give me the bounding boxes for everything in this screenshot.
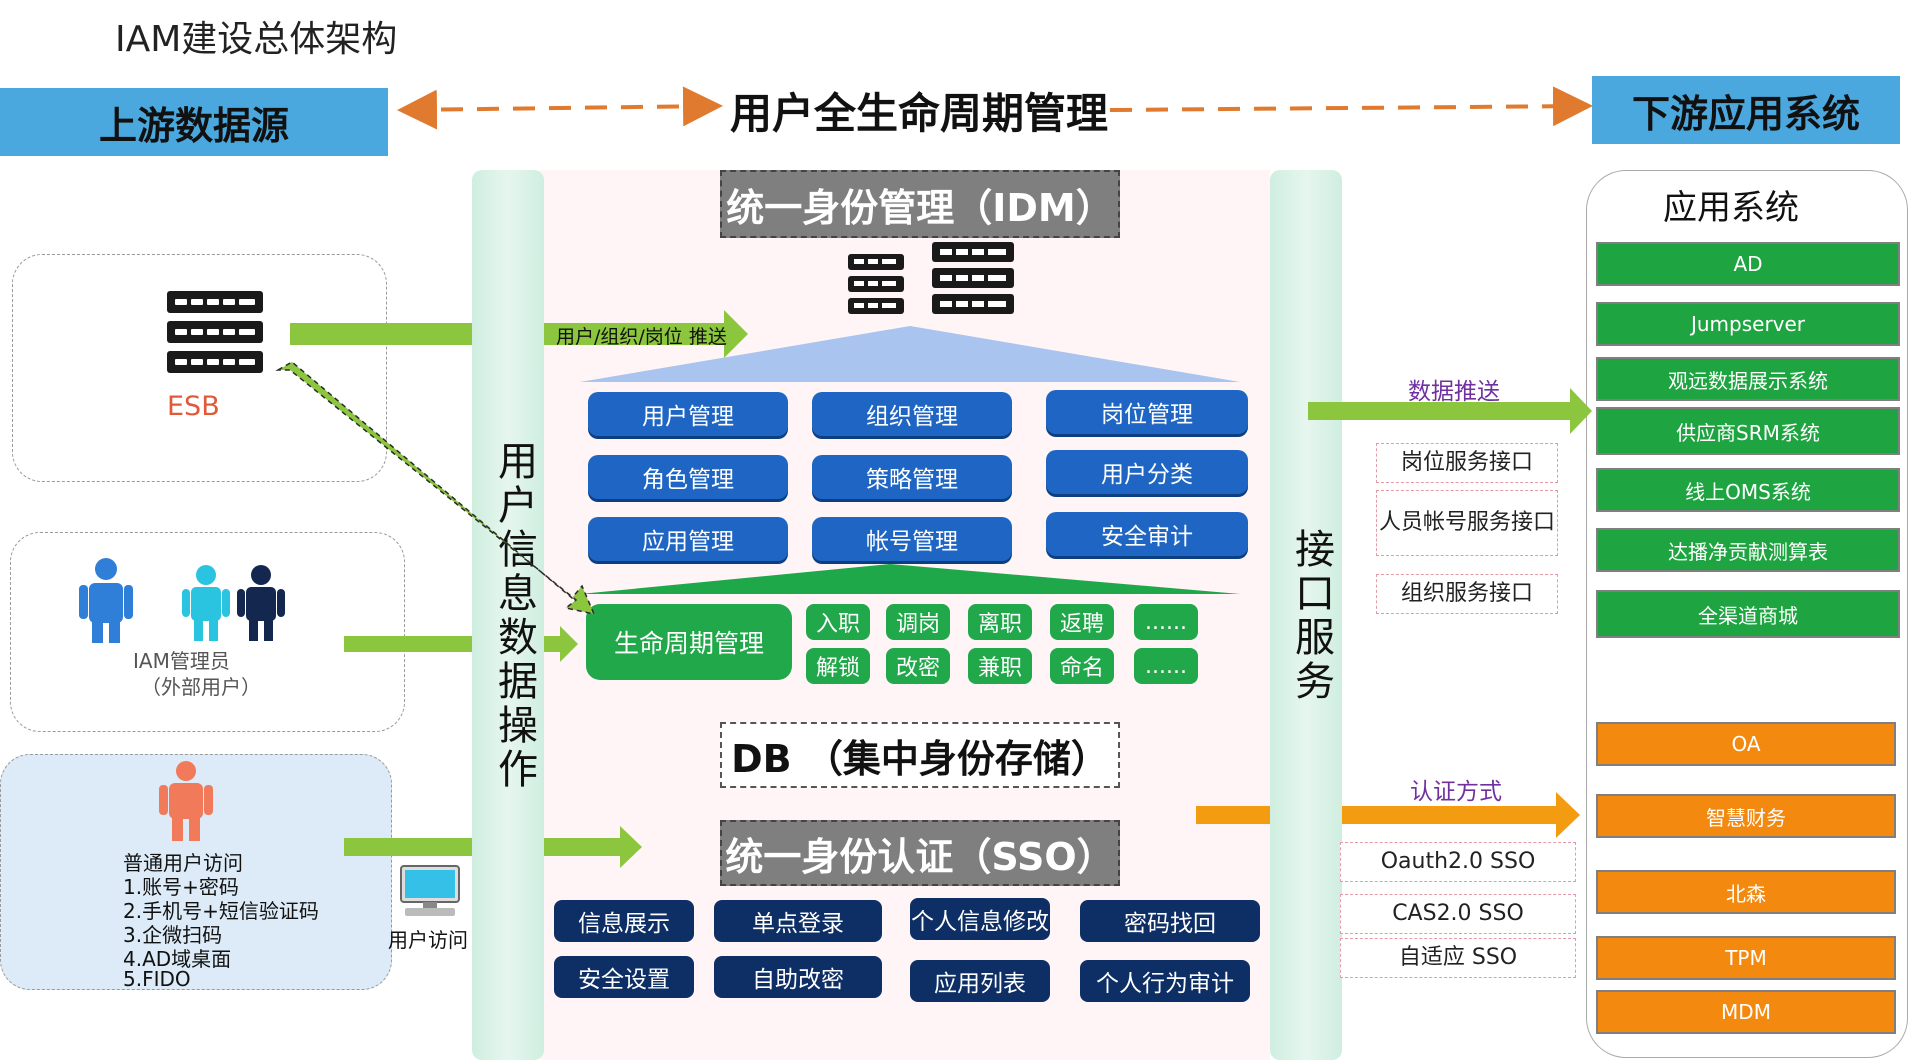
lifecycle-title: 用户全生命周期管理 (730, 89, 1109, 138)
page-title: IAM建设总体架构 (115, 19, 398, 60)
org-service-interface: 组织服务接口 (1376, 574, 1558, 614)
idm-blue-triangle (580, 326, 1240, 382)
sso-single-sign-on: 单点登录 (714, 900, 882, 942)
oauth-sso: Oauth2.0 SSO (1340, 842, 1576, 882)
sso-security-settings: 安全设置 (554, 956, 694, 998)
app-mdm: MDM (1596, 990, 1896, 1034)
user-method-4: 4.AD域桌面 (123, 947, 232, 971)
lifecycle-leave: 离职 (968, 604, 1032, 640)
server-icon (167, 291, 263, 373)
sso-edit-profile: 个人信息修改 (910, 898, 1050, 940)
app-jumpserver: Jumpserver (1596, 302, 1900, 346)
lifecycle-rehire: 返聘 (1050, 604, 1114, 640)
esb-label: ESB (167, 391, 220, 422)
application-panel-title: 应用系统 (1663, 188, 1799, 228)
admin-people-icon (79, 558, 285, 643)
sso-title: 统一身份认证（SSO） (720, 820, 1120, 886)
adaptive-sso: 自适应 SSO (1340, 938, 1576, 978)
esb-source-box: ESB (12, 254, 387, 482)
module-account-management: 帐号管理 (812, 517, 1012, 561)
sso-app-list: 应用列表 (910, 960, 1050, 1002)
lifecycle-transfer: 调岗 (886, 604, 950, 640)
sso-user-behavior-audit: 个人行为审计 (1080, 960, 1250, 1002)
module-security-audit: 安全审计 (1046, 512, 1248, 556)
user-method-3: 3.企微扫码 (123, 923, 223, 947)
user-method-2: 2.手机号+短信验证码 (123, 899, 319, 923)
app-beisen: 北森 (1596, 870, 1896, 914)
module-post-management: 岗位管理 (1046, 390, 1248, 434)
app-online-oms: 线上OMS系统 (1596, 468, 1900, 512)
idm-server-icon (848, 242, 1014, 314)
sso-password-recovery: 密码找回 (1080, 900, 1260, 942)
sso-info-display: 信息展示 (554, 900, 694, 942)
idm-title: 统一身份管理（IDM） (720, 170, 1120, 238)
push-label: 用户/组织/岗位 推送 (556, 326, 727, 348)
module-user-management: 用户管理 (588, 392, 788, 436)
interface-service-column (1270, 170, 1342, 1060)
account-service-interface: 人员帐号服务接口 (1376, 490, 1558, 556)
admin-source-box: IAM管理员 （外部用户） (10, 532, 405, 732)
lifecycle-dashed-arrows (397, 86, 1593, 130)
app-guanyuan-data-display: 观远数据展示系统 (1596, 357, 1900, 401)
admin-label: IAM管理员 (133, 649, 230, 673)
auth-method-label: 认证方式 (1410, 779, 1502, 805)
orange-arrows (1196, 792, 1580, 838)
user-method-5: 5.FIDO (123, 967, 191, 991)
lifecycle-green-triangle (580, 564, 1240, 594)
user-method-1: 1.账号+密码 (123, 875, 239, 899)
admin-sub-label: （外部用户） (141, 675, 261, 699)
user-person-icon (159, 761, 213, 841)
module-user-category: 用户分类 (1046, 450, 1248, 494)
module-policy-management: 策略管理 (812, 455, 1012, 499)
user-title: 普通用户访问 (123, 851, 243, 875)
app-ad: AD (1596, 242, 1900, 286)
lifecycle-onboard: 入职 (806, 604, 870, 640)
post-service-interface: 岗位服务接口 (1376, 443, 1558, 483)
app-oa: OA (1596, 722, 1896, 766)
app-omni-channel-mall: 全渠道商城 (1596, 590, 1900, 638)
interface-service-label: 接口服务 (1288, 528, 1334, 704)
lifecycle-unlock: 解锁 (806, 648, 870, 684)
module-role-management: 角色管理 (588, 455, 788, 499)
data-operation-label: 用户信息数据操作 (491, 440, 537, 792)
app-smart-finance: 智慧财务 (1596, 794, 1896, 838)
lifecycle-change-password: 改密 (886, 648, 950, 684)
app-supplier-srm: 供应商SRM系统 (1596, 407, 1900, 455)
db-storage-box: DB （集中身份存储） (720, 722, 1120, 788)
downstream-banner: 下游应用系统 (1592, 76, 1900, 144)
user-source-box: 普通用户访问 1.账号+密码 2.手机号+短信验证码 3.企微扫码 4.AD域桌… (0, 754, 392, 991)
lifecycle-more-1: ...... (1134, 604, 1198, 640)
lifecycle-management: 生命周期管理 (586, 604, 792, 680)
cas-sso: CAS2.0 SSO (1340, 894, 1576, 934)
computer-icon (400, 865, 460, 916)
lifecycle-part-time: 兼职 (968, 648, 1032, 684)
data-operation-column (472, 170, 544, 1060)
module-app-management: 应用管理 (588, 517, 788, 561)
module-org-management: 组织管理 (812, 392, 1012, 436)
data-push-label: 数据推送 (1408, 379, 1500, 405)
app-live-contribution-calc: 达播净贡献测算表 (1596, 528, 1900, 572)
app-tpm: TPM (1596, 936, 1896, 980)
lifecycle-naming: 命名 (1050, 648, 1114, 684)
lifecycle-more-2: ...... (1134, 648, 1198, 684)
green-arrows (275, 310, 1592, 868)
upstream-banner: 上游数据源 (0, 88, 388, 156)
terminal-label: 用户访问 (388, 928, 468, 952)
sso-self-service-password: 自助改密 (714, 956, 882, 998)
